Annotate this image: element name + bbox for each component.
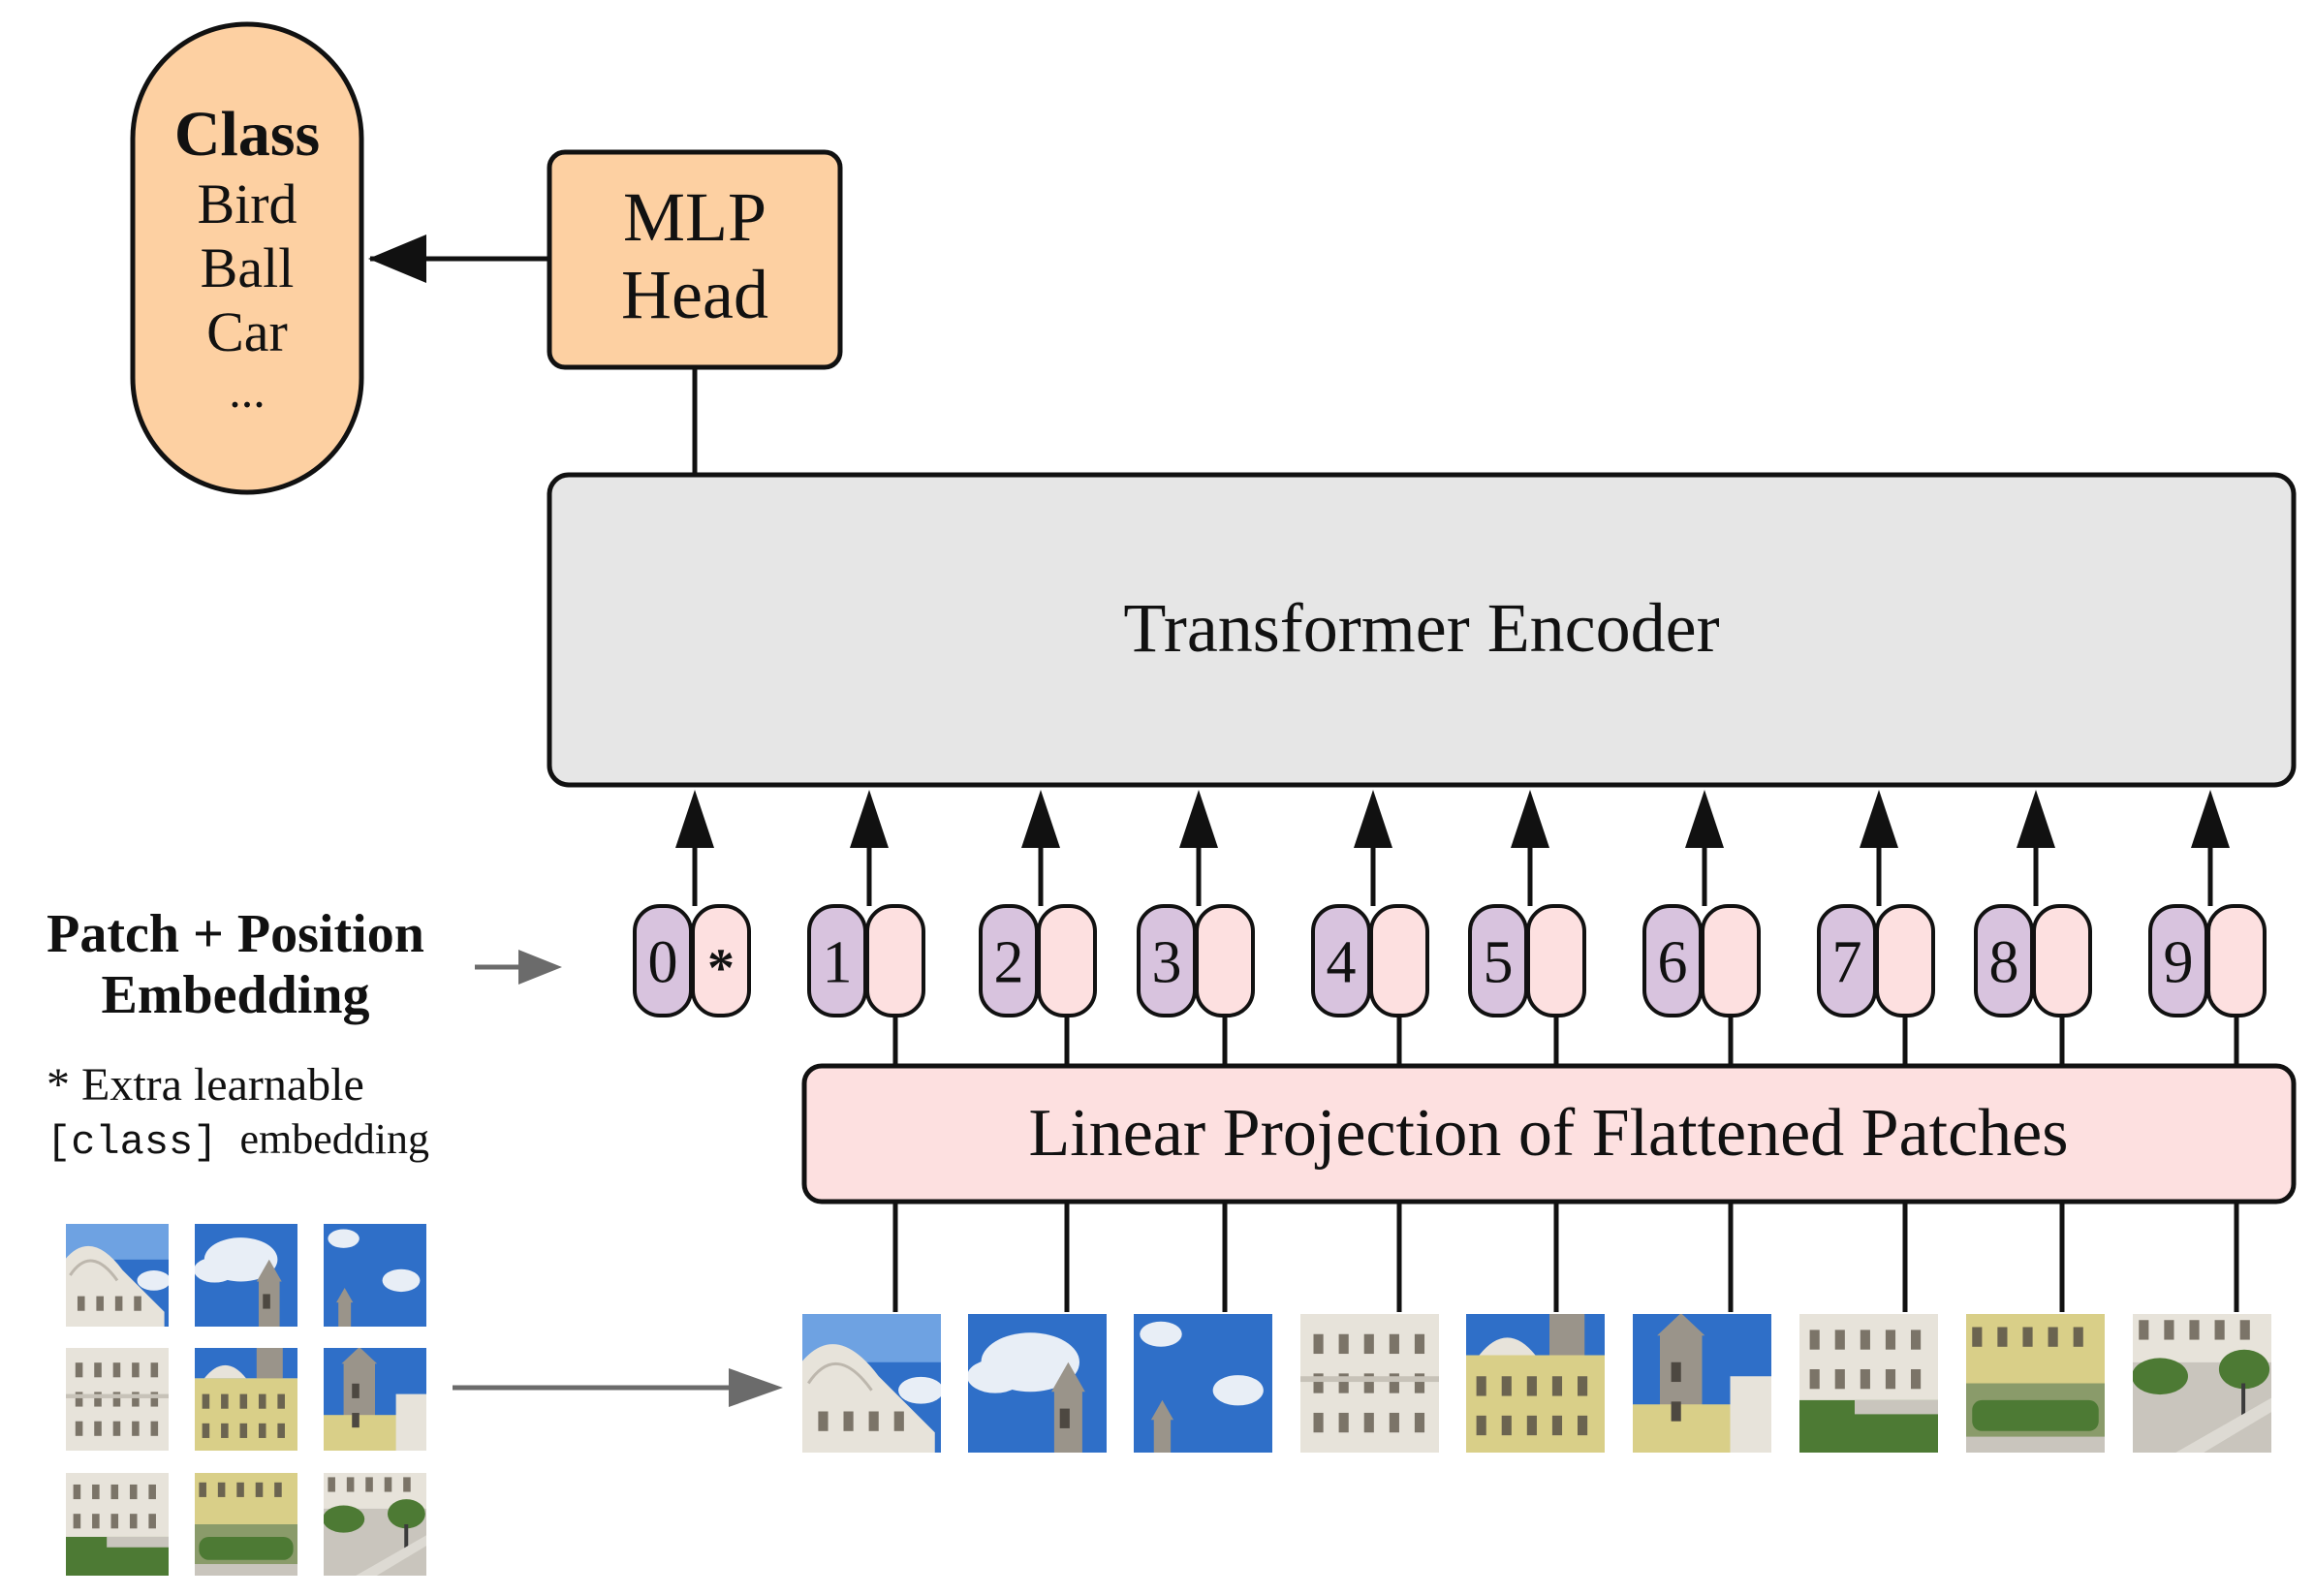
position-number-0: 0 [648,930,678,996]
patch-embedding-1 [865,904,925,1017]
note-line1: * Extra learnable [47,1059,364,1111]
class-token-marker: * [707,939,735,999]
row-patch-9 [2131,1312,2273,1455]
token-0-arrowhead [675,790,714,848]
token-7-arrowhead [1860,790,1898,848]
token-2: 2 [979,790,1097,1066]
patch-embedding-4 [1369,904,1429,1017]
patch-embedding-3 [1195,904,1255,1017]
row-patch-6 [1631,1312,1773,1455]
note-embedding: embedding [239,1115,429,1163]
patch-embedding-6 [1701,904,1761,1017]
row-patch-8 [1964,1312,2107,1455]
position-number-2: 2 [994,930,1024,996]
linear-projection-label: Linear Projection of Flattened Patches [1028,1096,2068,1171]
position-number-1: 1 [823,930,853,996]
position-number-6: 6 [1658,930,1688,996]
embedding-label-line1: Patch + Position [47,904,424,964]
position-number-4: 4 [1327,930,1357,996]
note-class-code: [class] [47,1119,217,1166]
token-9: 9 [2148,790,2267,1066]
class-item-ellipsis: ... [229,363,266,418]
class-title: Class [174,99,320,170]
row-patch-1 [800,1312,943,1455]
mlp-head-line1: MLP [623,178,766,256]
source-image-grid [64,1222,428,1578]
row-patch-3 [1132,1312,1274,1455]
grid-patch-6 [322,1346,428,1453]
token-6: 6 [1642,790,1761,1066]
token-4-arrowhead [1354,790,1392,848]
position-number-9: 9 [2164,930,2194,996]
token-5: 5 [1468,790,1586,1066]
transformer-encoder-box: Transformer Encoder [547,472,2297,788]
token-0: 0* [633,790,751,1017]
grid-patch-3 [322,1222,428,1329]
grid-patch-9 [322,1471,428,1578]
patch-connectors [892,1202,2239,1313]
position-number-5: 5 [1484,930,1514,996]
token-5-arrowhead [1511,790,1549,848]
linear-projection-box: Linear Projection of Flattened Patches [801,1063,2297,1205]
class-item-ball: Ball [201,236,295,299]
transformer-encoder-label: Transformer Encoder [1123,589,1719,667]
class-item-bird: Bird [197,172,297,235]
patch-embedding-5 [1526,904,1586,1017]
patch-embedding-0 [691,904,751,1017]
position-number-7: 7 [1832,930,1862,996]
patch-embedding-2 [1037,904,1097,1017]
token-1: 1 [807,790,925,1066]
grid-patch-1 [64,1222,171,1329]
token-8: 8 [1974,790,2092,1066]
token-2-arrowhead [1021,790,1060,848]
mlp-head-line2: Head [621,256,768,333]
position-number-3: 3 [1152,930,1182,996]
grid-patch-8 [193,1471,299,1578]
position-number-8: 8 [1989,930,2019,996]
row-patch-2 [966,1312,1109,1455]
grid-patch-4 [64,1346,171,1453]
row-patch-5 [1464,1312,1607,1455]
patch-embedding-8 [2032,904,2092,1017]
token-1-arrowhead [850,790,889,848]
row-patch-4 [1298,1312,1441,1455]
token-7: 7 [1817,790,1935,1066]
mlp-head-box: MLP Head [547,149,843,370]
token-3-arrowhead [1179,790,1218,848]
grid-to-row-arrowhead [729,1368,783,1407]
grid-patch-7 [64,1471,171,1578]
class-item-car: Car [206,300,288,363]
class-output-box: Class Bird Ball Car ... [130,21,364,495]
note-line2: [class] embedding [47,1115,429,1166]
patch-embedding-7 [1875,904,1935,1017]
token-4: 4 [1311,790,1429,1066]
grid-patch-5 [193,1346,299,1453]
embedding-label-line2: Embedding [102,965,370,1025]
flattened-patch-row [800,1312,2273,1455]
embedding-label-arrowhead [518,950,562,985]
patch-embedding-9 [2206,904,2267,1017]
mlp-to-class-arrowhead [368,235,426,283]
token-9-arrowhead [2191,790,2230,848]
token-8-arrowhead [2017,790,2055,848]
grid-patch-2 [193,1222,299,1329]
token-3: 3 [1137,790,1255,1066]
token-6-arrowhead [1685,790,1724,848]
row-patch-7 [1798,1312,1940,1455]
